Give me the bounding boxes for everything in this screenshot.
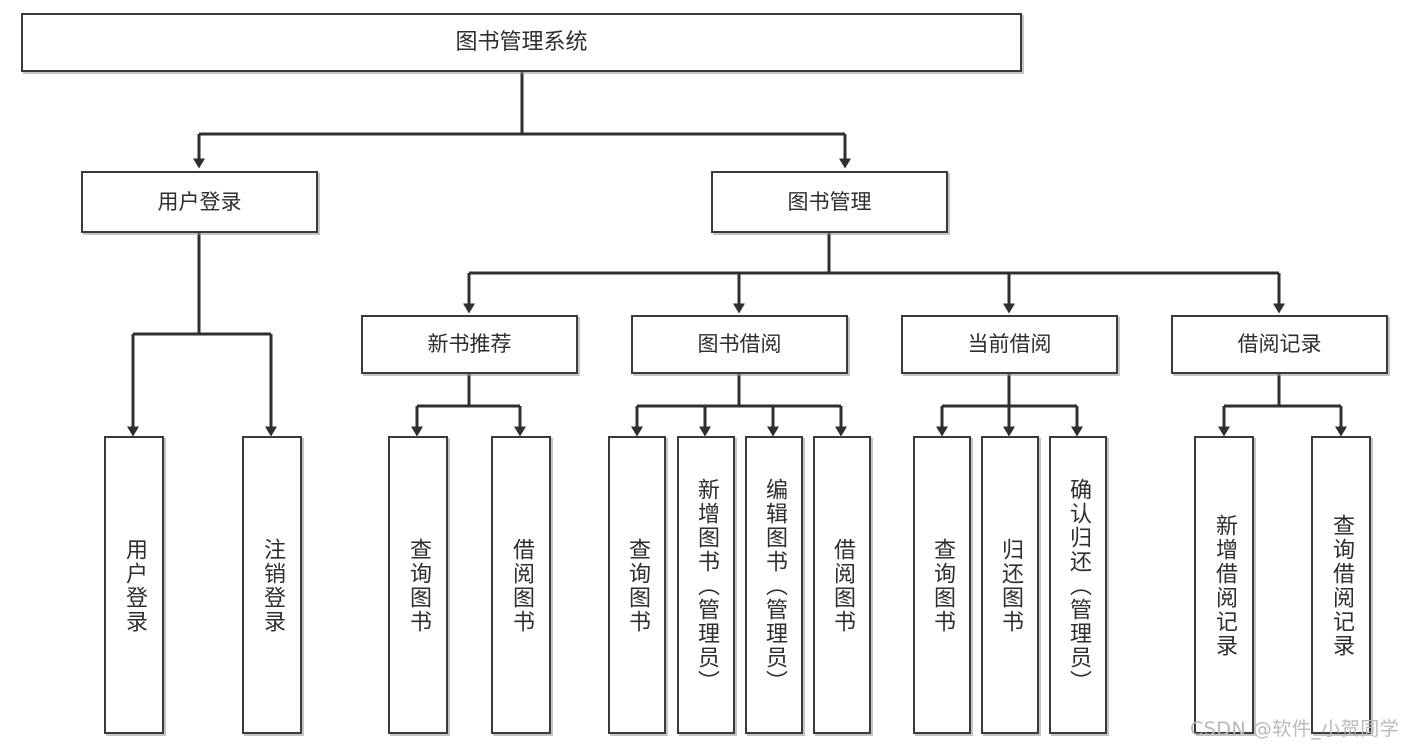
- node-book-borrow-label: 图书借阅: [697, 332, 782, 357]
- node-leaf-query-book-2-label: 查询图书: [625, 538, 650, 634]
- node-leaf-borrow-book-2[interactable]: 借阅图书: [813, 436, 871, 734]
- node-borrow-record-label: 借阅记录: [1237, 332, 1322, 357]
- node-root-label: 图书管理系统: [455, 29, 588, 55]
- node-leaf-confirm-return-label: 确认归还（管理员）: [1066, 478, 1091, 694]
- node-current-borrow-label: 当前借阅: [967, 332, 1052, 357]
- node-leaf-borrow-book-1[interactable]: 借阅图书: [491, 436, 551, 734]
- node-leaf-user-login[interactable]: 用户登录: [104, 436, 164, 734]
- node-leaf-edit-book-label: 编辑图书（管理员）: [762, 478, 787, 694]
- node-leaf-confirm-return[interactable]: 确认归还（管理员）: [1049, 436, 1107, 734]
- node-book-management-label: 图书管理: [787, 189, 872, 214]
- node-leaf-query-record[interactable]: 查询借阅记录: [1311, 436, 1371, 734]
- node-leaf-edit-book[interactable]: 编辑图书（管理员）: [745, 436, 803, 734]
- node-leaf-add-book[interactable]: 新增图书（管理员）: [677, 436, 735, 734]
- node-leaf-add-record[interactable]: 新增借阅记录: [1194, 436, 1254, 734]
- node-leaf-return-book[interactable]: 归还图书: [981, 436, 1039, 734]
- csdn-watermark: CSDN @软件_小贺同学: [1190, 718, 1400, 740]
- node-leaf-user-login-label: 用户登录: [122, 538, 147, 634]
- node-leaf-query-book-2[interactable]: 查询图书: [608, 436, 666, 734]
- node-leaf-query-record-label: 查询借阅记录: [1329, 514, 1354, 658]
- node-current-borrow[interactable]: 当前借阅: [901, 315, 1118, 374]
- node-user-login-label: 用户登录: [157, 189, 242, 214]
- node-leaf-query-book-3-label: 查询图书: [930, 538, 955, 634]
- node-leaf-query-book-1-label: 查询图书: [406, 538, 431, 634]
- node-leaf-query-book-3[interactable]: 查询图书: [913, 436, 971, 734]
- node-new-book-recommend[interactable]: 新书推荐: [361, 315, 578, 374]
- node-book-management[interactable]: 图书管理: [711, 171, 948, 233]
- node-leaf-add-book-label: 新增图书（管理员）: [694, 478, 719, 694]
- node-root[interactable]: 图书管理系统: [21, 13, 1022, 72]
- node-leaf-add-record-label: 新增借阅记录: [1212, 514, 1237, 658]
- node-book-borrow[interactable]: 图书借阅: [631, 315, 848, 374]
- node-borrow-record[interactable]: 借阅记录: [1171, 315, 1388, 374]
- node-user-login[interactable]: 用户登录: [81, 171, 318, 233]
- node-leaf-borrow-book-2-label: 借阅图书: [830, 538, 855, 634]
- node-new-book-recommend-label: 新书推荐: [427, 332, 512, 357]
- node-leaf-query-book-1[interactable]: 查询图书: [388, 436, 448, 734]
- node-leaf-borrow-book-1-label: 借阅图书: [509, 538, 534, 634]
- node-leaf-return-book-label: 归还图书: [998, 538, 1023, 634]
- node-leaf-user-logout[interactable]: 注销登录: [242, 436, 302, 734]
- node-leaf-user-logout-label: 注销登录: [260, 538, 285, 634]
